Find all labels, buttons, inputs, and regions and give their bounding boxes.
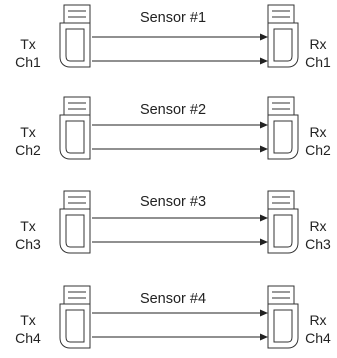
sensor-group-1: Sensor #1 Tx Ch1 Rx Ch1: [15, 4, 331, 70]
rx-channel-2: Ch2: [305, 142, 331, 158]
sensor-group-3: Sensor #3 Tx Ch3 Rx Ch3: [15, 190, 331, 254]
arrow-right-icon: [260, 214, 268, 222]
tx-label-4: Tx: [20, 312, 36, 328]
rx-channel-1: Ch1: [305, 54, 331, 70]
arrow-right-icon: [260, 145, 268, 153]
arrow-right-icon: [260, 333, 268, 341]
transmitter-unit-2: [59, 96, 91, 160]
arrow-right-icon: [260, 121, 268, 129]
tx-channel-4: Ch4: [15, 330, 41, 346]
receiver-unit-2: [267, 96, 299, 160]
rx-label-1: Rx: [309, 36, 326, 52]
tx-label-1: Tx: [20, 36, 36, 52]
tx-channel-2: Ch2: [15, 142, 41, 158]
tx-label-3: Tx: [20, 218, 36, 234]
arrow-right-icon: [260, 309, 268, 317]
tx-channel-3: Ch3: [15, 236, 41, 252]
rx-label-3: Rx: [309, 218, 326, 234]
arrow-right-icon: [260, 57, 268, 65]
transmitter-unit-3: [59, 190, 91, 254]
sensor-group-4: Sensor #4 Tx Ch4 Rx Ch4: [15, 285, 331, 349]
rx-channel-4: Ch4: [305, 330, 331, 346]
sensor-title-2: Sensor #2: [140, 102, 206, 118]
sensor-title-4: Sensor #4: [140, 291, 206, 307]
sensor-title-1: Sensor #1: [140, 10, 206, 26]
arrow-right-icon: [260, 33, 268, 41]
sensor-title-3: Sensor #3: [140, 194, 206, 210]
transmitter-unit-1: [59, 4, 91, 68]
arrow-right-icon: [260, 238, 268, 246]
tx-channel-1: Ch1: [15, 54, 41, 70]
rx-channel-3: Ch3: [305, 236, 331, 252]
transmitter-unit-4: [59, 285, 91, 349]
rx-label-2: Rx: [309, 124, 326, 140]
tx-label-2: Tx: [20, 124, 36, 140]
sensor-group-2: Sensor #2 Tx Ch2 Rx Ch2: [15, 96, 331, 160]
receiver-unit-1: [267, 4, 299, 68]
receiver-unit-4: [267, 285, 299, 349]
rx-label-4: Rx: [309, 312, 326, 328]
receiver-unit-3: [267, 190, 299, 254]
